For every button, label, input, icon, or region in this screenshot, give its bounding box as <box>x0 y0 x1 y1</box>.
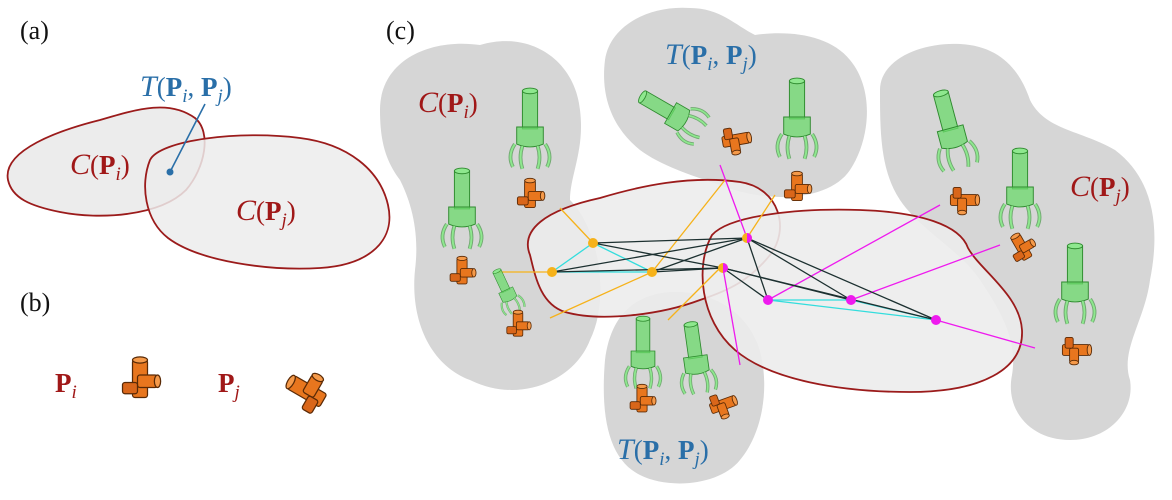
panel-c-graphic <box>380 7 1155 484</box>
region-c-pj-large <box>701 208 1023 393</box>
label-c-pi-c: C(Pi) <box>418 86 478 123</box>
part-pi-icon <box>121 356 162 399</box>
panel-c-label: (c) <box>386 16 415 45</box>
label-pi-b: Pi <box>55 368 77 403</box>
label-t-pi-pj-c-bottom: T(Pi, Pj) <box>617 433 709 470</box>
label-c-pj-c: C(Pj) <box>1070 170 1130 207</box>
panel-a-label: (a) <box>20 16 49 45</box>
graph-edges <box>551 237 937 321</box>
panel-b-label: (b) <box>20 288 51 317</box>
panel-a-graphic <box>6 103 391 270</box>
label-t-pi-pj-a: T(Pi, Pj) <box>140 70 232 107</box>
label-c-pi-a: C(Pi) <box>70 148 130 185</box>
part-pj-icon <box>278 361 335 417</box>
region-c-pj <box>144 134 391 270</box>
label-c-pj-a: C(Pj) <box>236 194 296 231</box>
intersection-pointer-line <box>169 103 206 173</box>
intersection-point <box>166 168 174 176</box>
label-pj-b: Pj <box>218 368 240 403</box>
graph-nodes <box>547 233 941 325</box>
label-t-pi-pj-c-top: T(Pi, Pj) <box>665 38 757 75</box>
